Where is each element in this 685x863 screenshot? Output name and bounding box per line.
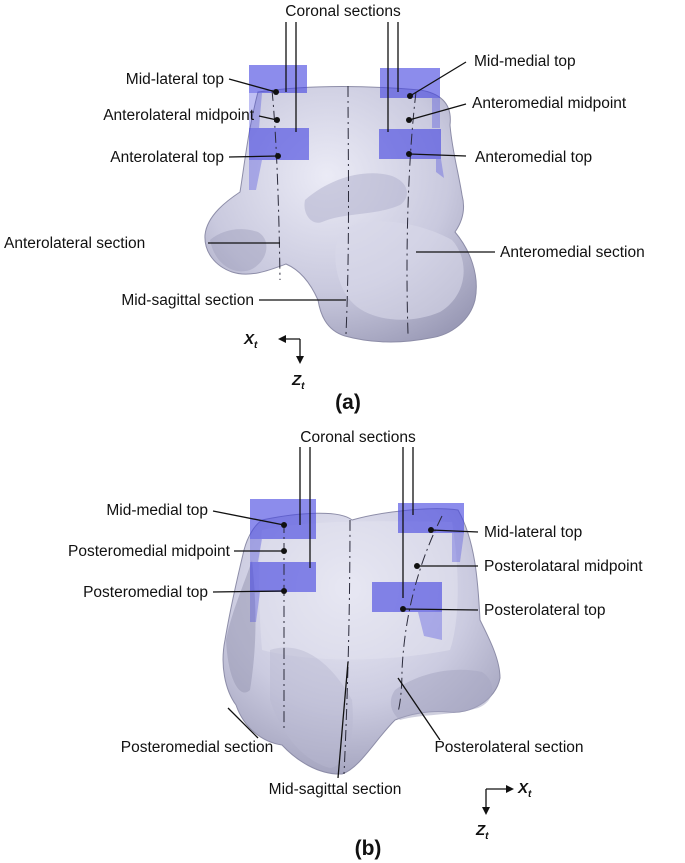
axis-x-label-a: X [243, 331, 255, 348]
axis-z-label-b: Z [475, 822, 486, 839]
label-mid-sagittal-section-a: Mid-sagittal section [121, 292, 254, 309]
label-coronal-sections-a: Coronal sections [285, 3, 401, 20]
svg-text:Zt: Zt [475, 822, 489, 842]
coronal-sections-leaders-b [299, 447, 414, 598]
mid-sagittal-section-curve-a [345, 85, 349, 335]
axis-indicator-a: Xt Zt [243, 331, 305, 392]
panel-a: Coronal sections Mid-lateral top Anterol… [4, 3, 645, 414]
label-mid-medial-top-b: Mid-medial top [106, 502, 208, 519]
label-anteromedial-midpoint: Anteromedial midpoint [472, 95, 627, 112]
svg-text:Xt: Xt [243, 331, 258, 351]
coronal-sections-leaders-a [285, 22, 399, 132]
axis-z-subscript-b: t [485, 831, 489, 842]
plane-mid-lateral-top [249, 65, 307, 93]
label-anterolateral-top: Anterolateral top [110, 149, 224, 166]
axis-indicator-b: Xt Zt [475, 780, 532, 842]
label-mid-lateral-top-a: Mid-lateral top [126, 71, 224, 88]
label-anteromedial-top: Anteromedial top [475, 149, 592, 166]
label-anterolateral-section: Anterolateral section [4, 235, 145, 252]
caption-b: (b) [355, 837, 382, 860]
label-coronal-sections-b: Coronal sections [300, 429, 416, 446]
svg-text:Zt: Zt [291, 372, 305, 392]
axis-z-label-a: Z [291, 372, 302, 389]
label-posterolataral-midpoint: Posterolataral midpoint [484, 558, 643, 575]
label-anteromedial-section: Anteromedial section [500, 244, 645, 261]
label-posterolateral-top: Posterolateral top [484, 602, 606, 619]
plane-posteromedial-top [250, 562, 316, 592]
axis-x-subscript-a: t [254, 340, 258, 351]
axis-x-label-b: X [517, 780, 529, 797]
label-mid-medial-top-a: Mid-medial top [474, 53, 576, 70]
panel-b: Coronal sections Mid-medial top Posterom… [68, 429, 643, 860]
label-posteromedial-section: Posteromedial section [121, 739, 274, 756]
label-anterolateral-midpoint: Anterolateral midpoint [103, 107, 254, 124]
axis-x-subscript-b: t [528, 789, 532, 800]
anteromedial-section-curve [406, 91, 417, 335]
axis-z-subscript-a: t [301, 381, 305, 392]
plane-mid-medial-top-b [250, 499, 316, 539]
label-mid-sagittal-section-b: Mid-sagittal section [269, 781, 402, 798]
plane-posterolateral-top [372, 582, 442, 612]
label-posteromedial-midpoint: Posteromedial midpoint [68, 543, 231, 560]
label-mid-lateral-top-b: Mid-lateral top [484, 524, 582, 541]
posterolateral-section-curve [397, 515, 443, 713]
mid-sagittal-section-curve-b [343, 519, 351, 775]
label-posteromedial-top: Posteromedial top [83, 584, 208, 601]
caption-a: (a) [335, 391, 361, 414]
svg-text:Xt: Xt [517, 780, 532, 800]
label-posterolateral-section: Posterolateral section [434, 739, 583, 756]
anterolateral-section-curve [271, 89, 281, 281]
